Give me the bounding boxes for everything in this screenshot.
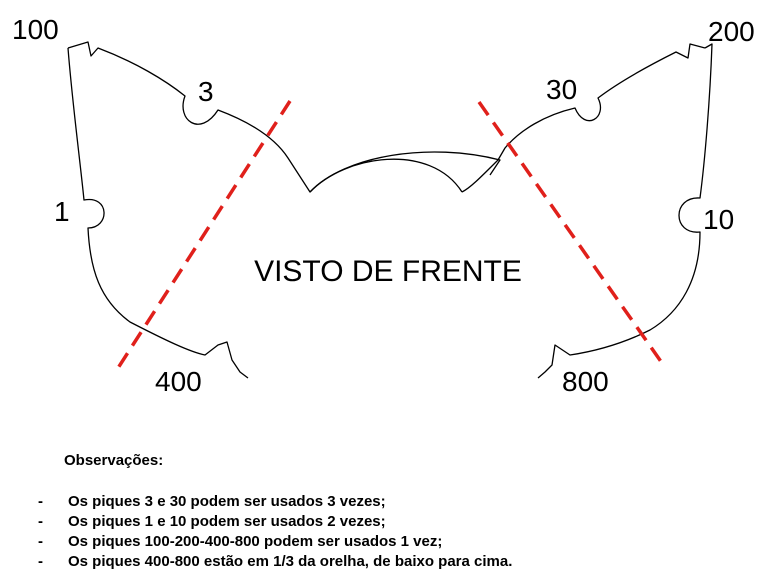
bullet-dash: - — [38, 533, 43, 550]
diagram-title: VISTO DE FRENTE — [254, 255, 522, 288]
notes-item-text: Os piques 3 e 30 podem ser usados 3 veze… — [68, 493, 386, 510]
notes-item-text: Os piques 100-200-400-800 podem ser usad… — [68, 533, 443, 550]
notch-label-3: 3 — [198, 76, 214, 107]
notes-title: Observações: — [64, 452, 164, 469]
bullet-dash: - — [38, 493, 43, 510]
bullet-dash: - — [38, 553, 43, 570]
notch-label-200: 200 — [708, 16, 755, 47]
center-curve — [309, 158, 463, 193]
notes-list: - Os piques 3 e 30 podem ser usados 3 ve… — [0, 492, 512, 572]
notes-item: - Os piques 100-200-400-800 podem ser us… — [0, 532, 512, 552]
right-ear-body — [537, 43, 713, 379]
right-cut-line — [477, 100, 664, 365]
notch-label-400: 400 — [155, 366, 202, 397]
notch-label-100: 100 — [12, 14, 59, 45]
left-ear-body — [67, 47, 249, 379]
bullet-dash: - — [38, 513, 43, 530]
notes-item: - Os piques 400-800 estão em 1/3 da orel… — [0, 552, 512, 572]
left-ear-outline — [67, 41, 501, 193]
notes-item-text: Os piques 400-800 estão em 1/3 da orelha… — [68, 553, 513, 570]
notes-item: - Os piques 3 e 30 podem ser usados 3 ve… — [0, 492, 512, 512]
notch-label-10: 10 — [703, 204, 734, 235]
notes-item-text: Os piques 1 e 10 podem ser usados 2 veze… — [68, 513, 386, 530]
left-cut-line — [116, 100, 292, 369]
notes-item: - Os piques 1 e 10 podem ser usados 2 ve… — [0, 512, 512, 532]
right-ear-outline — [461, 43, 706, 193]
notch-label-30: 30 — [546, 74, 577, 105]
notch-label-800: 800 — [562, 366, 609, 397]
pattern-diagram: VISTO DE FRENTE 100 200 3 30 1 10 400 80… — [12, 14, 755, 397]
notch-label-1: 1 — [54, 196, 70, 227]
